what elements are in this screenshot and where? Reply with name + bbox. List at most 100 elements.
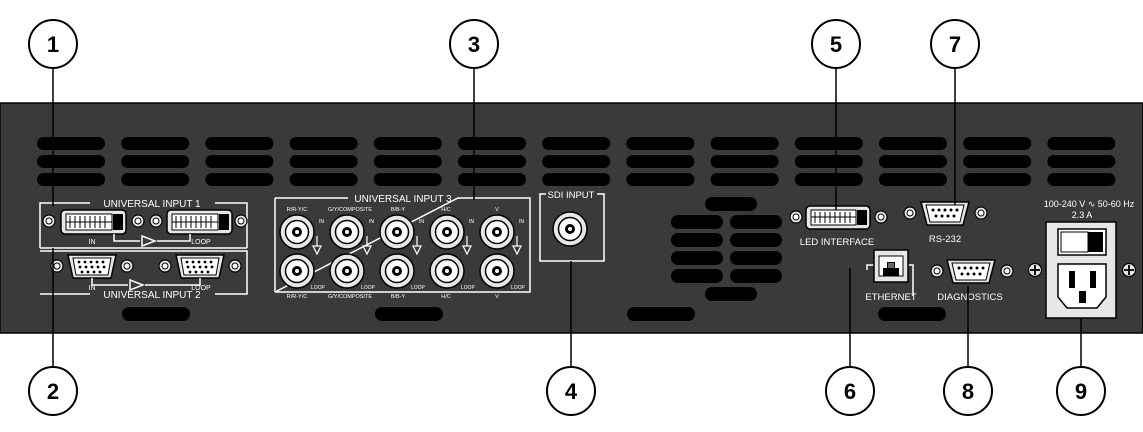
svg-text:9: 9 — [1075, 379, 1087, 404]
input3-in-label-3: IN — [419, 219, 424, 225]
vent-slot — [458, 173, 526, 186]
ethernet-port[interactable] — [873, 249, 909, 283]
sdi-input-title: SDI INPUT — [548, 190, 595, 201]
diagnostics-port[interactable] — [946, 259, 996, 284]
callout-leaders — [52, 65, 1082, 367]
vent-slot — [289, 173, 358, 186]
vent-slot — [710, 137, 779, 150]
rs232-screw-right — [974, 206, 988, 220]
input3-bottom-label-2: G/Y/COMPOSITE — [328, 294, 372, 300]
sdi-bnc-port[interactable] — [552, 211, 588, 247]
vent-slot — [963, 155, 1032, 168]
led-screw-right — [874, 210, 888, 224]
vga-loop-port[interactable] — [175, 254, 225, 279]
bnc-loop-h[interactable] — [429, 253, 465, 289]
universal-input-1-in-label: IN — [89, 239, 96, 246]
dvi-in-screw-left — [42, 214, 56, 228]
input3-top-label-4: H/C — [441, 207, 451, 213]
ground-screw-right — [1121, 262, 1137, 278]
input3-top-label-3: B/B-Y — [391, 207, 406, 213]
bnc-loop-v[interactable] — [479, 253, 515, 289]
input3-loop-label-1: LOOP — [311, 285, 326, 291]
vent-slot — [205, 137, 274, 150]
ethernet-group: ETHERNET — [865, 249, 917, 303]
vent-slot — [542, 155, 611, 168]
dvi-loop-screw-right — [234, 214, 248, 228]
vent-slot — [710, 173, 779, 186]
vent-slot — [458, 137, 526, 150]
rs232-port[interactable] — [920, 201, 970, 226]
vent-slots — [37, 137, 1116, 321]
vent-slot — [121, 155, 190, 168]
power-group: 100-240 V ∿ 50-60 Hz 2.3 A — [1027, 199, 1137, 319]
dvi-loop-screw-left — [149, 214, 163, 228]
vent-slot — [289, 137, 358, 150]
bnc-in-v[interactable] — [479, 214, 515, 250]
vent-slot — [373, 155, 442, 168]
svg-text:6: 6 — [844, 379, 856, 404]
bnc-in-b[interactable] — [379, 214, 415, 250]
vent-slot — [542, 137, 611, 150]
vga-in-port[interactable] — [67, 254, 117, 279]
dvi-in-port[interactable] — [60, 209, 127, 235]
rs232-screw-left — [903, 206, 917, 220]
input3-loop-label-2: LOOP — [361, 285, 376, 291]
ground-screw-left — [1027, 262, 1043, 278]
callout-2: 2 — [28, 366, 78, 416]
bnc-loop-arrows — [312, 236, 522, 256]
vent-slot — [963, 137, 1032, 150]
vent-slot — [373, 173, 442, 186]
universal-input-3-group: UNIVERSAL INPUT 3 R/R-Y/C G/Y/COMPOSITE … — [274, 194, 531, 300]
callout-4: 4 — [546, 366, 596, 416]
universal-input-1-loop-label: LOOP — [191, 239, 211, 246]
input3-loop-label-5: LOOP — [511, 285, 526, 291]
input3-top-label-1: R/R-Y/C — [287, 207, 308, 213]
bnc-loop-g[interactable] — [329, 253, 365, 289]
vent-slot — [37, 137, 105, 150]
vent-slot — [626, 173, 695, 186]
loop-through-arrow-2 — [91, 278, 201, 292]
bnc-in-g[interactable] — [329, 214, 365, 250]
svg-text:3: 3 — [468, 32, 480, 57]
rs232-label: RS-232 — [929, 234, 961, 245]
vent-slot — [794, 173, 863, 186]
vent-slot — [205, 173, 274, 186]
vent-slot — [289, 155, 358, 168]
vent-slot — [1047, 155, 1116, 168]
vent-slot — [1047, 137, 1116, 150]
callout-8: 8 — [943, 366, 993, 416]
bnc-in-h[interactable] — [429, 214, 465, 250]
callout-9: 9 — [1056, 366, 1106, 416]
ethernet-label: ETHERNET — [865, 292, 916, 303]
vent-slot — [879, 173, 947, 186]
universal-input-3-title: UNIVERSAL INPUT 3 — [354, 194, 452, 205]
universal-input-1-title: UNIVERSAL INPUT 1 — [103, 199, 201, 210]
vent-slot — [1047, 173, 1116, 186]
diagnostics-screw-left — [930, 264, 944, 278]
input3-loop-label-4: LOOP — [461, 285, 476, 291]
callout-3: 3 — [449, 19, 499, 69]
power-voltage-label: 100-240 V ∿ 50-60 Hz — [1044, 199, 1135, 209]
bnc-loop-b[interactable] — [379, 253, 415, 289]
vent-slot — [205, 155, 274, 168]
callout-6: 6 — [825, 366, 875, 416]
svg-text:7: 7 — [949, 32, 961, 57]
bnc-in-r[interactable] — [279, 214, 315, 250]
power-current-label: 2.3 A — [1072, 210, 1093, 220]
rs232-group: RS-232 — [903, 201, 988, 245]
led-interface-port[interactable] — [805, 205, 871, 230]
dvi-in-screw-right — [131, 214, 145, 228]
dvi-loop-port[interactable] — [166, 209, 233, 235]
led-interface-group: LED INTERFACE — [789, 205, 888, 248]
sdi-input-group: SDI INPUT — [539, 190, 605, 262]
vent-slot — [37, 173, 105, 186]
power-switch[interactable] — [1057, 228, 1107, 256]
svg-text:8: 8 — [962, 379, 974, 404]
callout-1: 1 — [28, 19, 78, 69]
vent-slot — [879, 155, 947, 168]
input3-loop-label-3: LOOP — [411, 285, 426, 291]
power-inlet-socket[interactable] — [1057, 263, 1107, 309]
bnc-loop-r[interactable] — [279, 253, 315, 289]
input3-in-label-1: IN — [319, 219, 324, 225]
